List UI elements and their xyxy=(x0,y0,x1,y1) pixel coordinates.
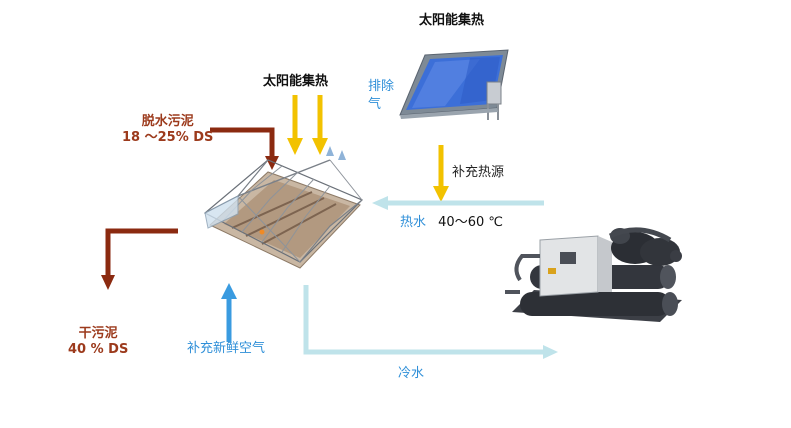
exhaust-label-line2: 气 xyxy=(368,96,382,112)
cold-water-arrow xyxy=(303,285,558,359)
exhaust-label-line1: 排除 xyxy=(368,79,395,94)
wet-sludge-label-line1: 脱水污泥 xyxy=(141,114,194,129)
solar-heat-input-label: 太阳能集热 xyxy=(263,74,329,89)
solar-heat-arrows xyxy=(287,95,328,155)
solar-collector-title: 太阳能集热 xyxy=(419,13,485,28)
wet-sludge-label-line2: 18 ～25% DS xyxy=(122,130,214,146)
dry-sludge-label-line1: 干污泥 xyxy=(78,326,118,341)
supplement-heat-arrow xyxy=(433,145,449,202)
hot-water-arrow xyxy=(372,196,544,210)
exhaust-label: 排除 气 xyxy=(368,78,394,113)
dry-sludge-arrow xyxy=(101,228,178,290)
fresh-air-arrow xyxy=(221,283,237,342)
hot-water-name: 热水 xyxy=(400,215,427,230)
hot-water-label: 热水 40～60 ℃ xyxy=(400,215,503,231)
dry-sludge-label-line2: 40 % DS xyxy=(68,342,129,358)
dry-sludge-label: 干污泥 40 % DS xyxy=(68,326,128,359)
supplement-heat-source-label: 补充热源 xyxy=(452,165,505,180)
hot-water-temp: 40～60 ℃ xyxy=(438,215,503,230)
fresh-air-label: 补充新鲜空气 xyxy=(187,341,266,356)
wet-sludge-label: 脱水污泥 18 ～25% DS xyxy=(122,114,213,147)
cold-water-label: 冷水 xyxy=(398,366,425,381)
wet-sludge-arrow xyxy=(210,127,279,170)
